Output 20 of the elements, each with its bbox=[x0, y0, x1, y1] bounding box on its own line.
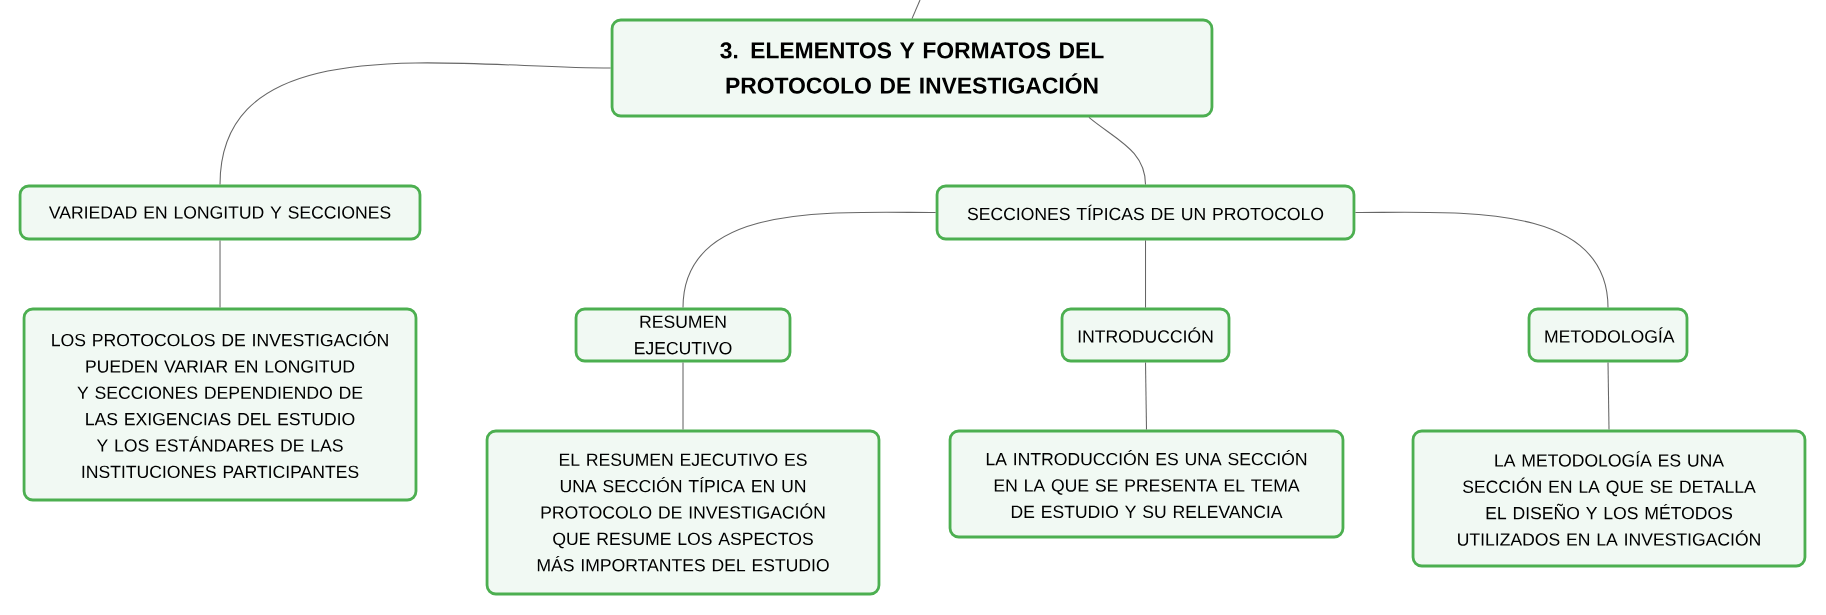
connector-line bbox=[911, 0, 921, 20]
description-box: EL RESUMEN EJECUTIVO ES UNA SECCIÓN TÍPICA EN UN PROTOCOLO DE INVESTIGACIÓN QUE RESUME LOS ASPECTOS MÁS IMPORTANTES DEL ESTUDIO bbox=[485, 429, 881, 596]
connector-line bbox=[1145, 239, 1147, 309]
connector-line bbox=[1088, 116, 1147, 186]
section-box: METODOLOGÍA bbox=[1527, 307, 1689, 363]
section-box: VARIEDAD EN LONGITUD Y SECCIONES bbox=[18, 184, 422, 241]
connector-line bbox=[1607, 361, 1610, 431]
connector-line bbox=[682, 361, 684, 431]
topic-box: 3. ELEMENTOS Y FORMATOS DEL PROTOCOLO DE INVESTIGACIÓN bbox=[610, 18, 1214, 118]
section-box: SECCIONES TÍPICAS DE UN PROTOCOLO bbox=[935, 184, 1356, 241]
description-box: LA INTRODUCCIÓN ES UNA SECCIÓN EN LA QUE SE PRESENTA EL TEMA DE ESTUDIO Y SU RELEVANCIA bbox=[948, 429, 1345, 539]
connector-line bbox=[1145, 361, 1148, 431]
connector-line bbox=[1354, 211, 1609, 309]
connector-line bbox=[219, 62, 612, 186]
description-box: LOS PROTOCOLOS DE INVESTIGACIÓN PUEDEN VARIAR EN LONGITUD Y SECCIONES DEPENDIENDO DE LAS EXIGENCIAS DEL ESTUDIO Y LOS ESTÁNDARES DE LAS INSTITUCIONES PARTICIPANTES bbox=[22, 307, 418, 502]
section-box: INTRODUCCIÓN bbox=[1060, 307, 1231, 363]
section-box: RESUMEN EJECUTIVO bbox=[574, 307, 792, 363]
connector-line bbox=[219, 239, 221, 309]
connector-line bbox=[682, 211, 937, 309]
description-box: LA METODOLOGÍA ES UNA SECCIÓN EN LA QUE SE DETALLA EL DISEÑO Y LOS MÉTODOS UTILIZADOS EN LA INVESTIGACIÓN bbox=[1411, 429, 1807, 568]
